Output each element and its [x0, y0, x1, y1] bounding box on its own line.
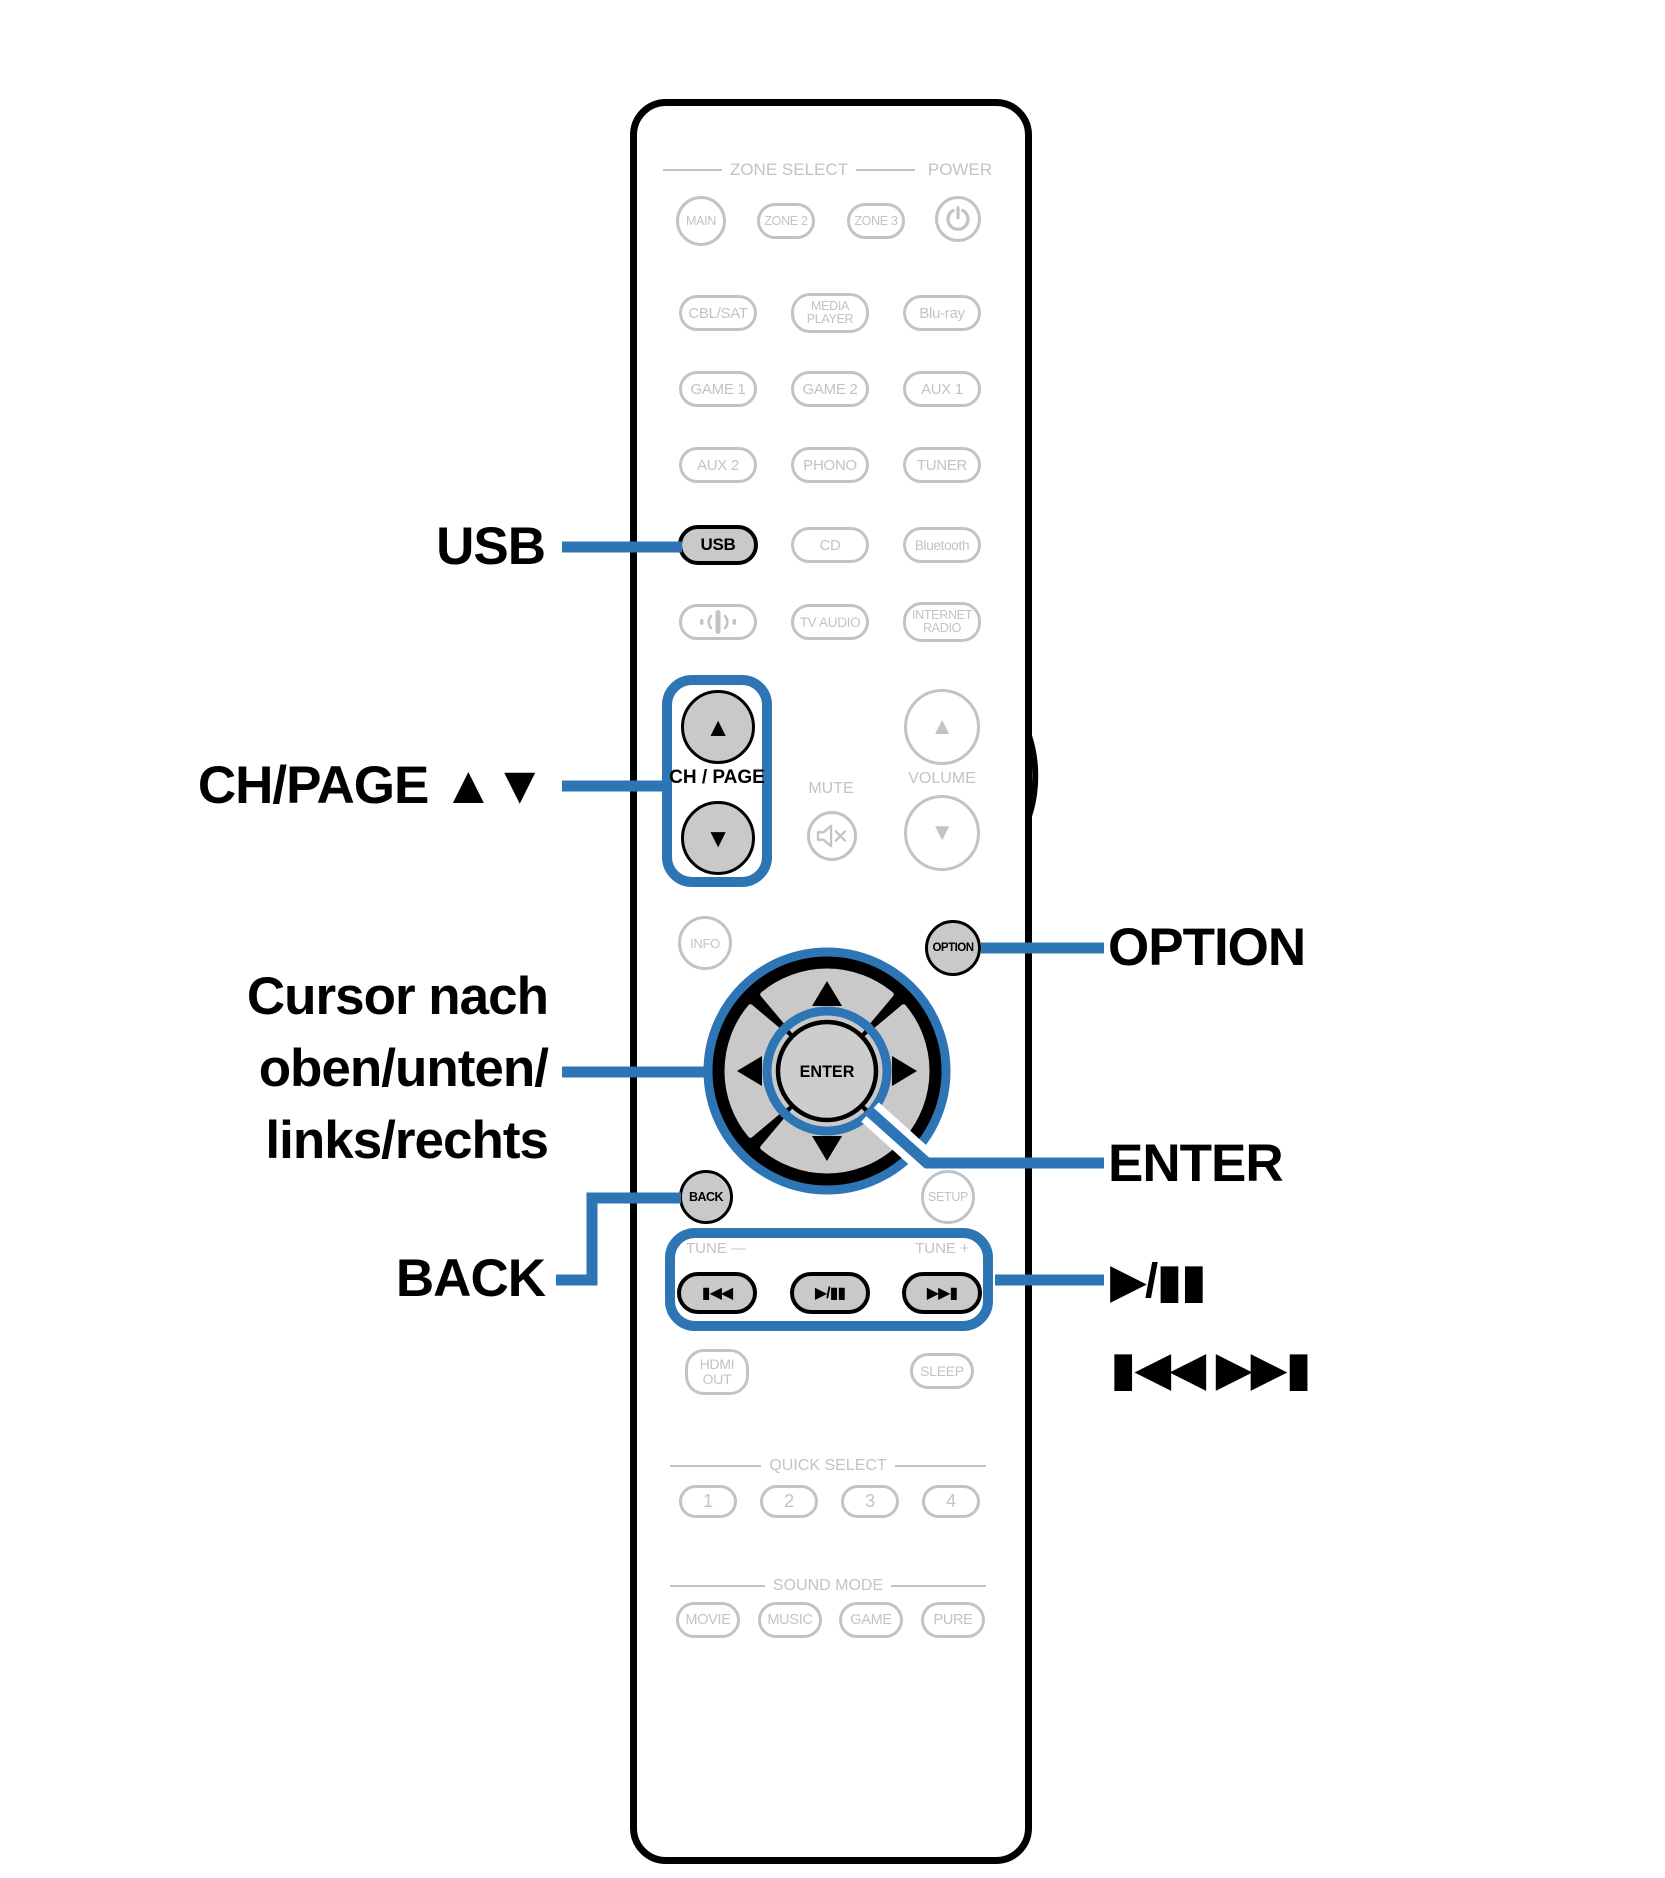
power-icon: [946, 206, 970, 231]
tune-plus-label: TUNE +: [915, 1239, 969, 1257]
volume-up-icon: ▲: [930, 713, 954, 740]
source-button-tuner[interactable]: TUNER: [903, 447, 981, 483]
quick-select-label: QUICK SELECT: [769, 1457, 887, 1474]
quick-select-header: QUICK SELECT: [670, 1455, 987, 1477]
media-player-line2: PLAYER: [806, 312, 854, 326]
source-button-aux1[interactable]: AUX 1: [903, 371, 981, 407]
zone3-button[interactable]: ZONE 3: [847, 203, 905, 239]
volume-down-button[interactable]: ▼: [904, 795, 980, 871]
source-button-usb[interactable]: USB: [678, 525, 758, 565]
up-triangle-icon: ▲: [705, 712, 731, 742]
separator-line: [663, 168, 722, 172]
internet-radio-line1: INTERNET: [911, 608, 973, 622]
cursor-up-icon: [812, 981, 842, 1006]
power-label: POWER: [927, 160, 993, 179]
source-button-aux2[interactable]: AUX 2: [679, 447, 757, 483]
down-triangle-icon: ▼: [705, 823, 731, 853]
heos-button[interactable]: [679, 604, 757, 640]
channel-up-button[interactable]: ▲: [681, 690, 755, 764]
callout-cursor-line1: Cursor nach: [246, 967, 549, 1026]
info-button[interactable]: INFO: [678, 916, 732, 970]
enter-highlight-ring: [762, 1006, 892, 1136]
zone-select-label: ZONE SELECT: [729, 160, 849, 179]
source-button-internet-radio[interactable]: INTERNET RADIO: [903, 602, 981, 642]
separator-line: [891, 1584, 987, 1588]
hdmi-out-line1: HDMI: [699, 1356, 735, 1372]
zone2-button[interactable]: ZONE 2: [757, 203, 815, 239]
callout-cursor-line3: links/rechts: [265, 1111, 549, 1170]
enter-button[interactable]: [775, 1019, 879, 1123]
ch-page-button-label: CH / PAGE: [669, 767, 765, 788]
separator-line: [894, 1464, 987, 1468]
option-button[interactable]: OPTION: [925, 920, 981, 976]
hdmi-out-button[interactable]: HDMI OUT: [685, 1349, 749, 1395]
play-pause-button[interactable]: ▶/▮▮: [790, 1272, 870, 1314]
main-zone-button[interactable]: MAIN: [676, 196, 726, 246]
callout-enter-label: ENTER: [1108, 1134, 1284, 1193]
skip-forward-button[interactable]: ▶▶▮: [902, 1272, 982, 1314]
cursor-left-icon: [737, 1056, 762, 1086]
source-button-bluetooth[interactable]: Bluetooth: [903, 527, 981, 563]
source-button-cbl-sat[interactable]: CBL/SAT: [679, 295, 757, 331]
source-button-game1[interactable]: GAME 1: [679, 371, 757, 407]
volume-label: VOLUME: [908, 770, 976, 787]
cursor-down-icon: [812, 1136, 842, 1161]
mute-icon: [816, 824, 847, 848]
internet-radio-line2: RADIO: [922, 621, 962, 635]
source-button-phono[interactable]: PHONO: [791, 447, 869, 483]
callout-play-pause-label: ▶/▮▮: [1110, 1255, 1207, 1308]
source-button-media-player[interactable]: MEDIA PLAYER: [791, 293, 869, 333]
sound-mode-movie-button[interactable]: MOVIE: [676, 1602, 740, 1638]
cursor-right-icon: [892, 1056, 917, 1086]
zone-select-header: ZONE SELECT: [663, 159, 915, 181]
callout-skip-label: ▮◀◀ ▶▶▮: [1110, 1343, 1312, 1396]
quick-select-4-button[interactable]: 4: [922, 1485, 980, 1518]
sound-mode-header: SOUND MODE: [670, 1575, 987, 1597]
ch-page-group-highlight: [662, 675, 772, 887]
sound-mode-game-button[interactable]: GAME: [839, 1602, 903, 1638]
quick-select-3-button[interactable]: 3: [841, 1485, 899, 1518]
volume-down-icon: ▼: [930, 819, 954, 846]
source-button-tv-audio[interactable]: TV AUDIO: [791, 604, 869, 640]
skip-back-button[interactable]: ▮◀◀: [677, 1272, 757, 1314]
quick-select-2-button[interactable]: 2: [760, 1485, 818, 1518]
back-button[interactable]: BACK: [679, 1170, 733, 1224]
callout-back-label: BACK: [395, 1249, 546, 1308]
sound-mode-music-button[interactable]: MUSIC: [758, 1602, 822, 1638]
separator-line: [856, 168, 915, 172]
mute-label: MUTE: [808, 780, 854, 797]
callout-ch-page-label: CH/PAGE ▲▼: [197, 756, 546, 815]
media-player-line1: MEDIA: [810, 299, 850, 313]
channel-down-button[interactable]: ▼: [681, 801, 755, 875]
tune-minus-label: TUNE —: [686, 1239, 746, 1257]
callout-cursor-label: Cursor nach oben/unten/ links/rechts: [95, 961, 549, 1177]
setup-button[interactable]: SETUP: [921, 1170, 975, 1224]
sound-mode-label: SOUND MODE: [772, 1577, 884, 1594]
separator-line: [670, 1584, 765, 1588]
sound-mode-pure-button[interactable]: PURE: [921, 1602, 985, 1638]
mute-button[interactable]: [807, 811, 857, 861]
callout-usb-label: USB: [436, 517, 546, 576]
sleep-button[interactable]: SLEEP: [910, 1353, 974, 1389]
heos-icon: [700, 610, 736, 634]
power-button[interactable]: [935, 196, 981, 242]
source-button-blu-ray[interactable]: Blu-ray: [903, 295, 981, 331]
hdmi-out-line2: OUT: [702, 1371, 732, 1387]
volume-up-button[interactable]: ▲: [904, 689, 980, 765]
source-button-game2[interactable]: GAME 2: [791, 371, 869, 407]
cursor-pad[interactable]: ENTER: [697, 941, 957, 1201]
separator-line: [670, 1464, 762, 1468]
callout-cursor-line2: oben/unten/: [258, 1039, 549, 1098]
callout-option-label: OPTION: [1108, 918, 1306, 977]
source-button-cd[interactable]: CD: [791, 527, 869, 563]
quick-select-1-button[interactable]: 1: [679, 1485, 737, 1518]
enter-button-label: ENTER: [800, 1062, 855, 1081]
